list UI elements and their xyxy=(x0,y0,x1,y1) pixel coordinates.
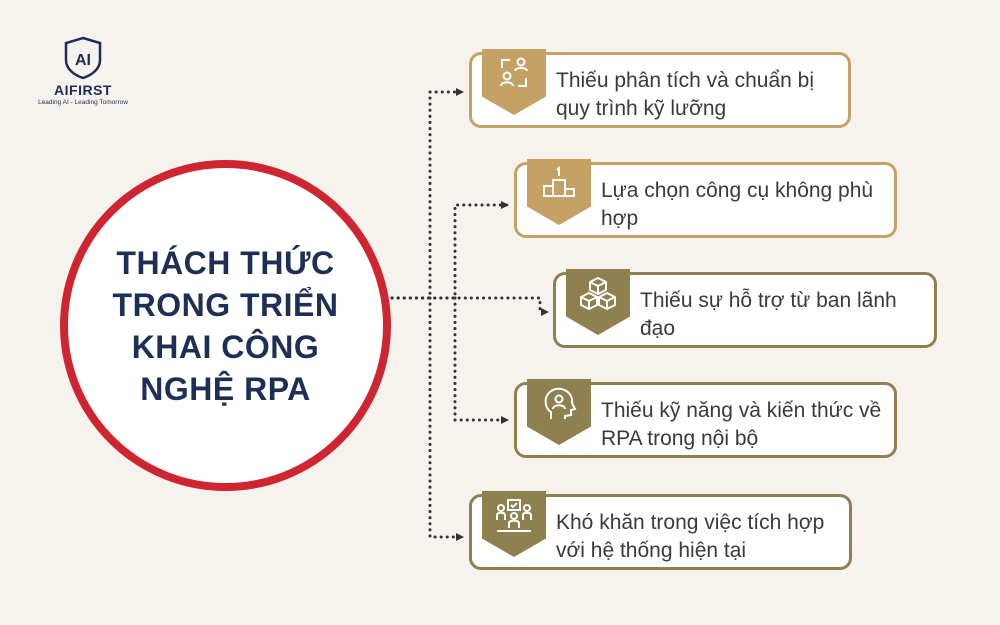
connector-5 xyxy=(428,296,464,541)
challenge-label-2: Lựa chọn công cụ không phù hợp xyxy=(601,179,874,230)
connector-1 xyxy=(390,88,464,300)
process-analysis-icon xyxy=(500,57,528,87)
challenge-card-2: Lựa chọn công cụ không phù hợp xyxy=(514,159,897,238)
center-circle: THÁCH THỨC TRONG TRIỂN KHAI CÔNG NGHỆ RP… xyxy=(60,160,391,491)
connector-2 xyxy=(390,201,509,300)
badge-2 xyxy=(527,159,591,225)
brand-tagline: Leading AI - Leading Tomorrow xyxy=(38,99,128,106)
brand-name: AIFIRST xyxy=(54,82,112,98)
connector-4 xyxy=(453,296,509,424)
challenge-label-3: Thiếu sự hỗ trợ từ ban lãnh đạo xyxy=(640,289,897,340)
team-integration-icon xyxy=(496,499,532,532)
challenge-card-4: Thiếu kỹ năng và kiến thức về RPA trong … xyxy=(514,379,897,458)
cubes-icon xyxy=(580,277,616,310)
challenge-card-1: Thiếu phân tích và chuẩn bị quy trình kỹ… xyxy=(469,49,851,128)
badge-5 xyxy=(482,491,546,557)
podium-icon xyxy=(543,166,575,197)
center-title: THÁCH THỨC TRONG TRIỂN KHAI CÔNG NGHỆ RP… xyxy=(112,244,339,407)
logo-mark: AI xyxy=(75,52,91,69)
head-knowledge-icon xyxy=(544,387,577,419)
challenge-label-5: Khó khăn trong việc tích hợp với hệ thốn… xyxy=(556,511,825,562)
connector-3 xyxy=(390,296,549,316)
challenge-label-4: Thiếu kỹ năng và kiến thức về RPA trong … xyxy=(601,399,882,450)
badge-3 xyxy=(566,269,630,335)
shield-logo-icon: AI xyxy=(64,36,102,80)
badge-4 xyxy=(527,379,591,445)
challenge-label-1: Thiếu phân tích và chuẩn bị quy trình kỹ… xyxy=(556,69,815,120)
aifirst-logo: AI AIFIRST Leading AI - Leading Tomorrow xyxy=(30,36,136,106)
badge-1 xyxy=(482,49,546,115)
challenge-card-3: Thiếu sự hỗ trợ từ ban lãnh đạo xyxy=(553,269,937,348)
challenge-card-5: Khó khăn trong việc tích hợp với hệ thốn… xyxy=(469,491,852,570)
